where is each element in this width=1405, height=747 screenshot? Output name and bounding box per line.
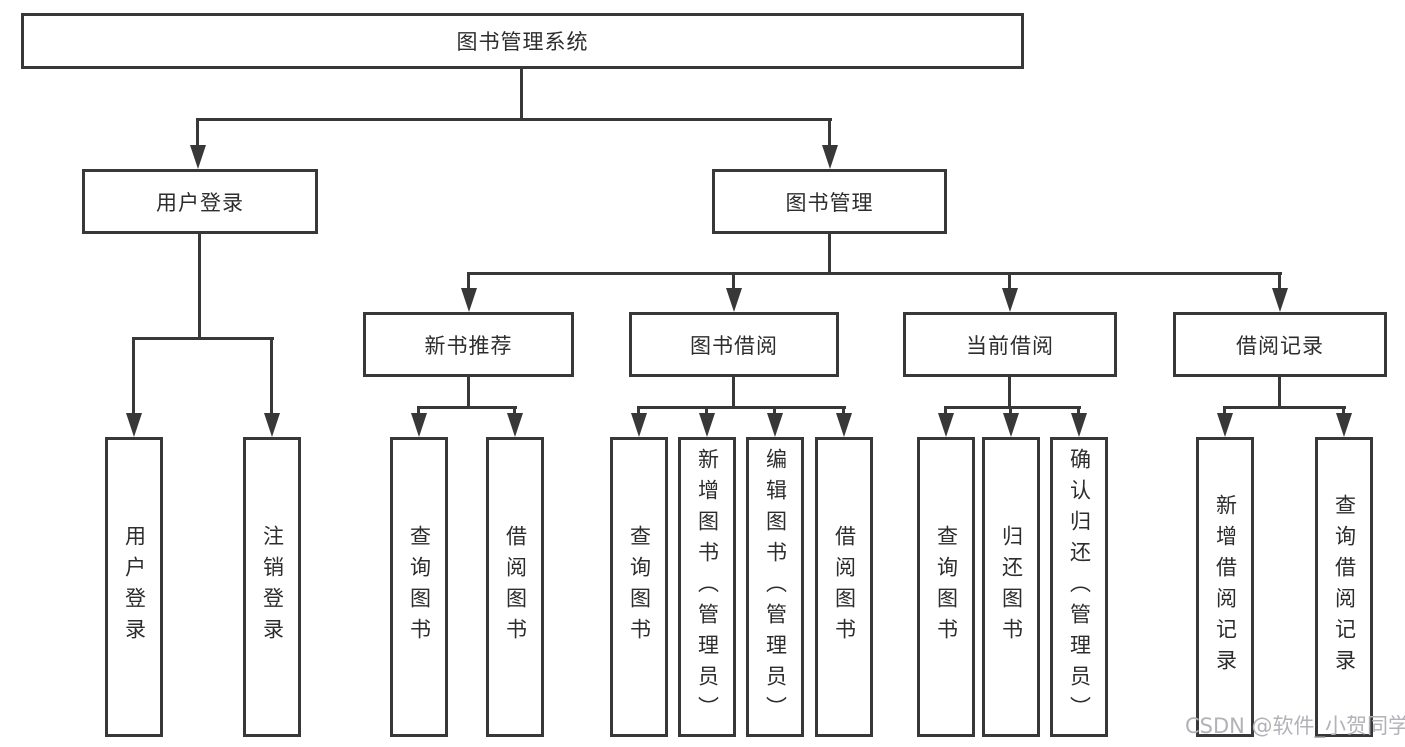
arrowhead-down xyxy=(767,413,783,437)
connector-line xyxy=(944,406,947,416)
node-leaf-user-login: 用户登录 xyxy=(105,437,163,737)
connector-line xyxy=(842,406,845,416)
node-borrow-records: 借阅记录 xyxy=(1173,312,1387,377)
node-leaf-add-borrow-record-label: 新增借阅记录 xyxy=(1213,494,1238,680)
arrowhead-down xyxy=(726,288,742,312)
node-leaf-query-books-borrow-label: 查询图书 xyxy=(627,525,652,649)
connector-line xyxy=(1278,272,1281,292)
connector-line xyxy=(467,377,470,409)
connector-line xyxy=(1278,377,1281,409)
connector-line xyxy=(1223,406,1226,416)
node-leaf-edit-books-admin: 编辑图书（管理员） xyxy=(746,437,804,737)
node-borrow-records-label: 借阅记录 xyxy=(1236,333,1324,358)
connector-line xyxy=(1223,406,1346,409)
node-leaf-query-borrow-record-label: 查询借阅记录 xyxy=(1332,494,1357,680)
node-new-book-recommend: 新书推荐 xyxy=(363,312,574,377)
node-book-management-label: 图书管理 xyxy=(785,190,874,215)
connector-line xyxy=(828,234,831,275)
node-leaf-add-books-admin-label: 新增图书（管理员） xyxy=(695,447,720,727)
connector-line xyxy=(132,337,135,417)
node-leaf-return-books: 归还图书 xyxy=(982,437,1040,737)
connector-line xyxy=(1077,406,1080,416)
connector-line xyxy=(1008,377,1011,409)
node-leaf-return-books-label: 归还图书 xyxy=(999,525,1024,649)
node-leaf-confirm-return-admin: 确认归还（管理员） xyxy=(1050,437,1108,737)
arrowhead-down xyxy=(822,145,838,169)
connector-line xyxy=(513,406,516,416)
node-leaf-logout: 注销登录 xyxy=(243,437,301,737)
node-leaf-borrow-books-label: 借阅图书 xyxy=(832,525,857,649)
node-leaf-borrow-books-recommend-label: 借阅图书 xyxy=(503,525,528,649)
connector-line xyxy=(196,118,199,150)
node-user-login: 用户登录 xyxy=(82,169,318,234)
node-current-borrow-label: 当前借阅 xyxy=(966,333,1054,358)
node-library-system: 图书管理系统 xyxy=(21,13,1024,69)
connector-line xyxy=(270,337,273,417)
node-leaf-add-borrow-record: 新增借阅记录 xyxy=(1196,437,1254,737)
connector-line xyxy=(467,272,470,292)
connector-line xyxy=(417,406,517,409)
connector-line xyxy=(773,406,776,416)
arrowhead-down xyxy=(411,413,427,437)
connector-line xyxy=(828,118,831,150)
node-user-login-label: 用户登录 xyxy=(156,190,244,215)
node-library-system-label: 图书管理系统 xyxy=(456,30,589,54)
arrowhead-down xyxy=(1002,288,1018,312)
arrowhead-down xyxy=(631,413,647,437)
arrowhead-down xyxy=(507,413,523,437)
node-current-borrow: 当前借阅 xyxy=(903,312,1117,377)
node-leaf-query-books-recommend: 查询图书 xyxy=(390,437,448,737)
connector-line xyxy=(467,272,1282,275)
arrowhead-down xyxy=(1272,288,1288,312)
node-leaf-borrow-books: 借阅图书 xyxy=(815,437,873,737)
arrowhead-down xyxy=(126,413,142,437)
node-leaf-borrow-books-recommend: 借阅图书 xyxy=(486,437,544,737)
arrowhead-down xyxy=(461,288,477,312)
node-leaf-user-login-label: 用户登录 xyxy=(122,525,147,649)
node-leaf-query-books-current: 查询图书 xyxy=(917,437,975,737)
node-leaf-edit-books-admin-label: 编辑图书（管理员） xyxy=(763,447,788,727)
node-leaf-query-borrow-record: 查询借阅记录 xyxy=(1315,437,1373,737)
node-leaf-confirm-return-admin-label: 确认归还（管理员） xyxy=(1067,447,1092,727)
arrowhead-down xyxy=(190,145,206,169)
arrowhead-down xyxy=(1217,413,1233,437)
node-book-management: 图书管理 xyxy=(712,169,947,234)
connector-line xyxy=(732,272,735,292)
node-leaf-query-books-recommend-label: 查询图书 xyxy=(407,525,432,649)
connector-line xyxy=(198,234,201,340)
csdn-watermark: CSDN @软件_小贺同学 xyxy=(1185,714,1405,738)
node-leaf-query-books-borrow: 查询图书 xyxy=(610,437,668,737)
arrowhead-down xyxy=(699,413,715,437)
connector-line xyxy=(705,406,708,416)
connector-line xyxy=(637,406,846,409)
connector-line xyxy=(196,118,832,121)
arrowhead-down xyxy=(1071,413,1087,437)
connector-line xyxy=(637,406,640,416)
node-book-borrow: 图书借阅 xyxy=(629,312,839,377)
arrowhead-down xyxy=(836,413,852,437)
connector-line xyxy=(944,406,1081,409)
arrowhead-down xyxy=(264,413,280,437)
connector-line xyxy=(1342,406,1345,416)
arrowhead-down xyxy=(1003,413,1019,437)
arrowhead-down xyxy=(1336,413,1352,437)
arrowhead-down xyxy=(938,413,954,437)
node-leaf-logout-label: 注销登录 xyxy=(260,525,285,649)
node-new-book-recommend-label: 新书推荐 xyxy=(424,333,513,358)
node-leaf-add-books-admin: 新增图书（管理员） xyxy=(678,437,736,737)
connector-line xyxy=(1008,272,1011,292)
connector-line xyxy=(132,337,274,340)
connector-line xyxy=(417,406,420,416)
connector-line xyxy=(520,69,523,121)
connector-line xyxy=(1009,406,1012,416)
connector-line xyxy=(732,377,735,409)
node-book-borrow-label: 图书借阅 xyxy=(690,333,778,358)
node-leaf-query-books-current-label: 查询图书 xyxy=(934,525,959,649)
